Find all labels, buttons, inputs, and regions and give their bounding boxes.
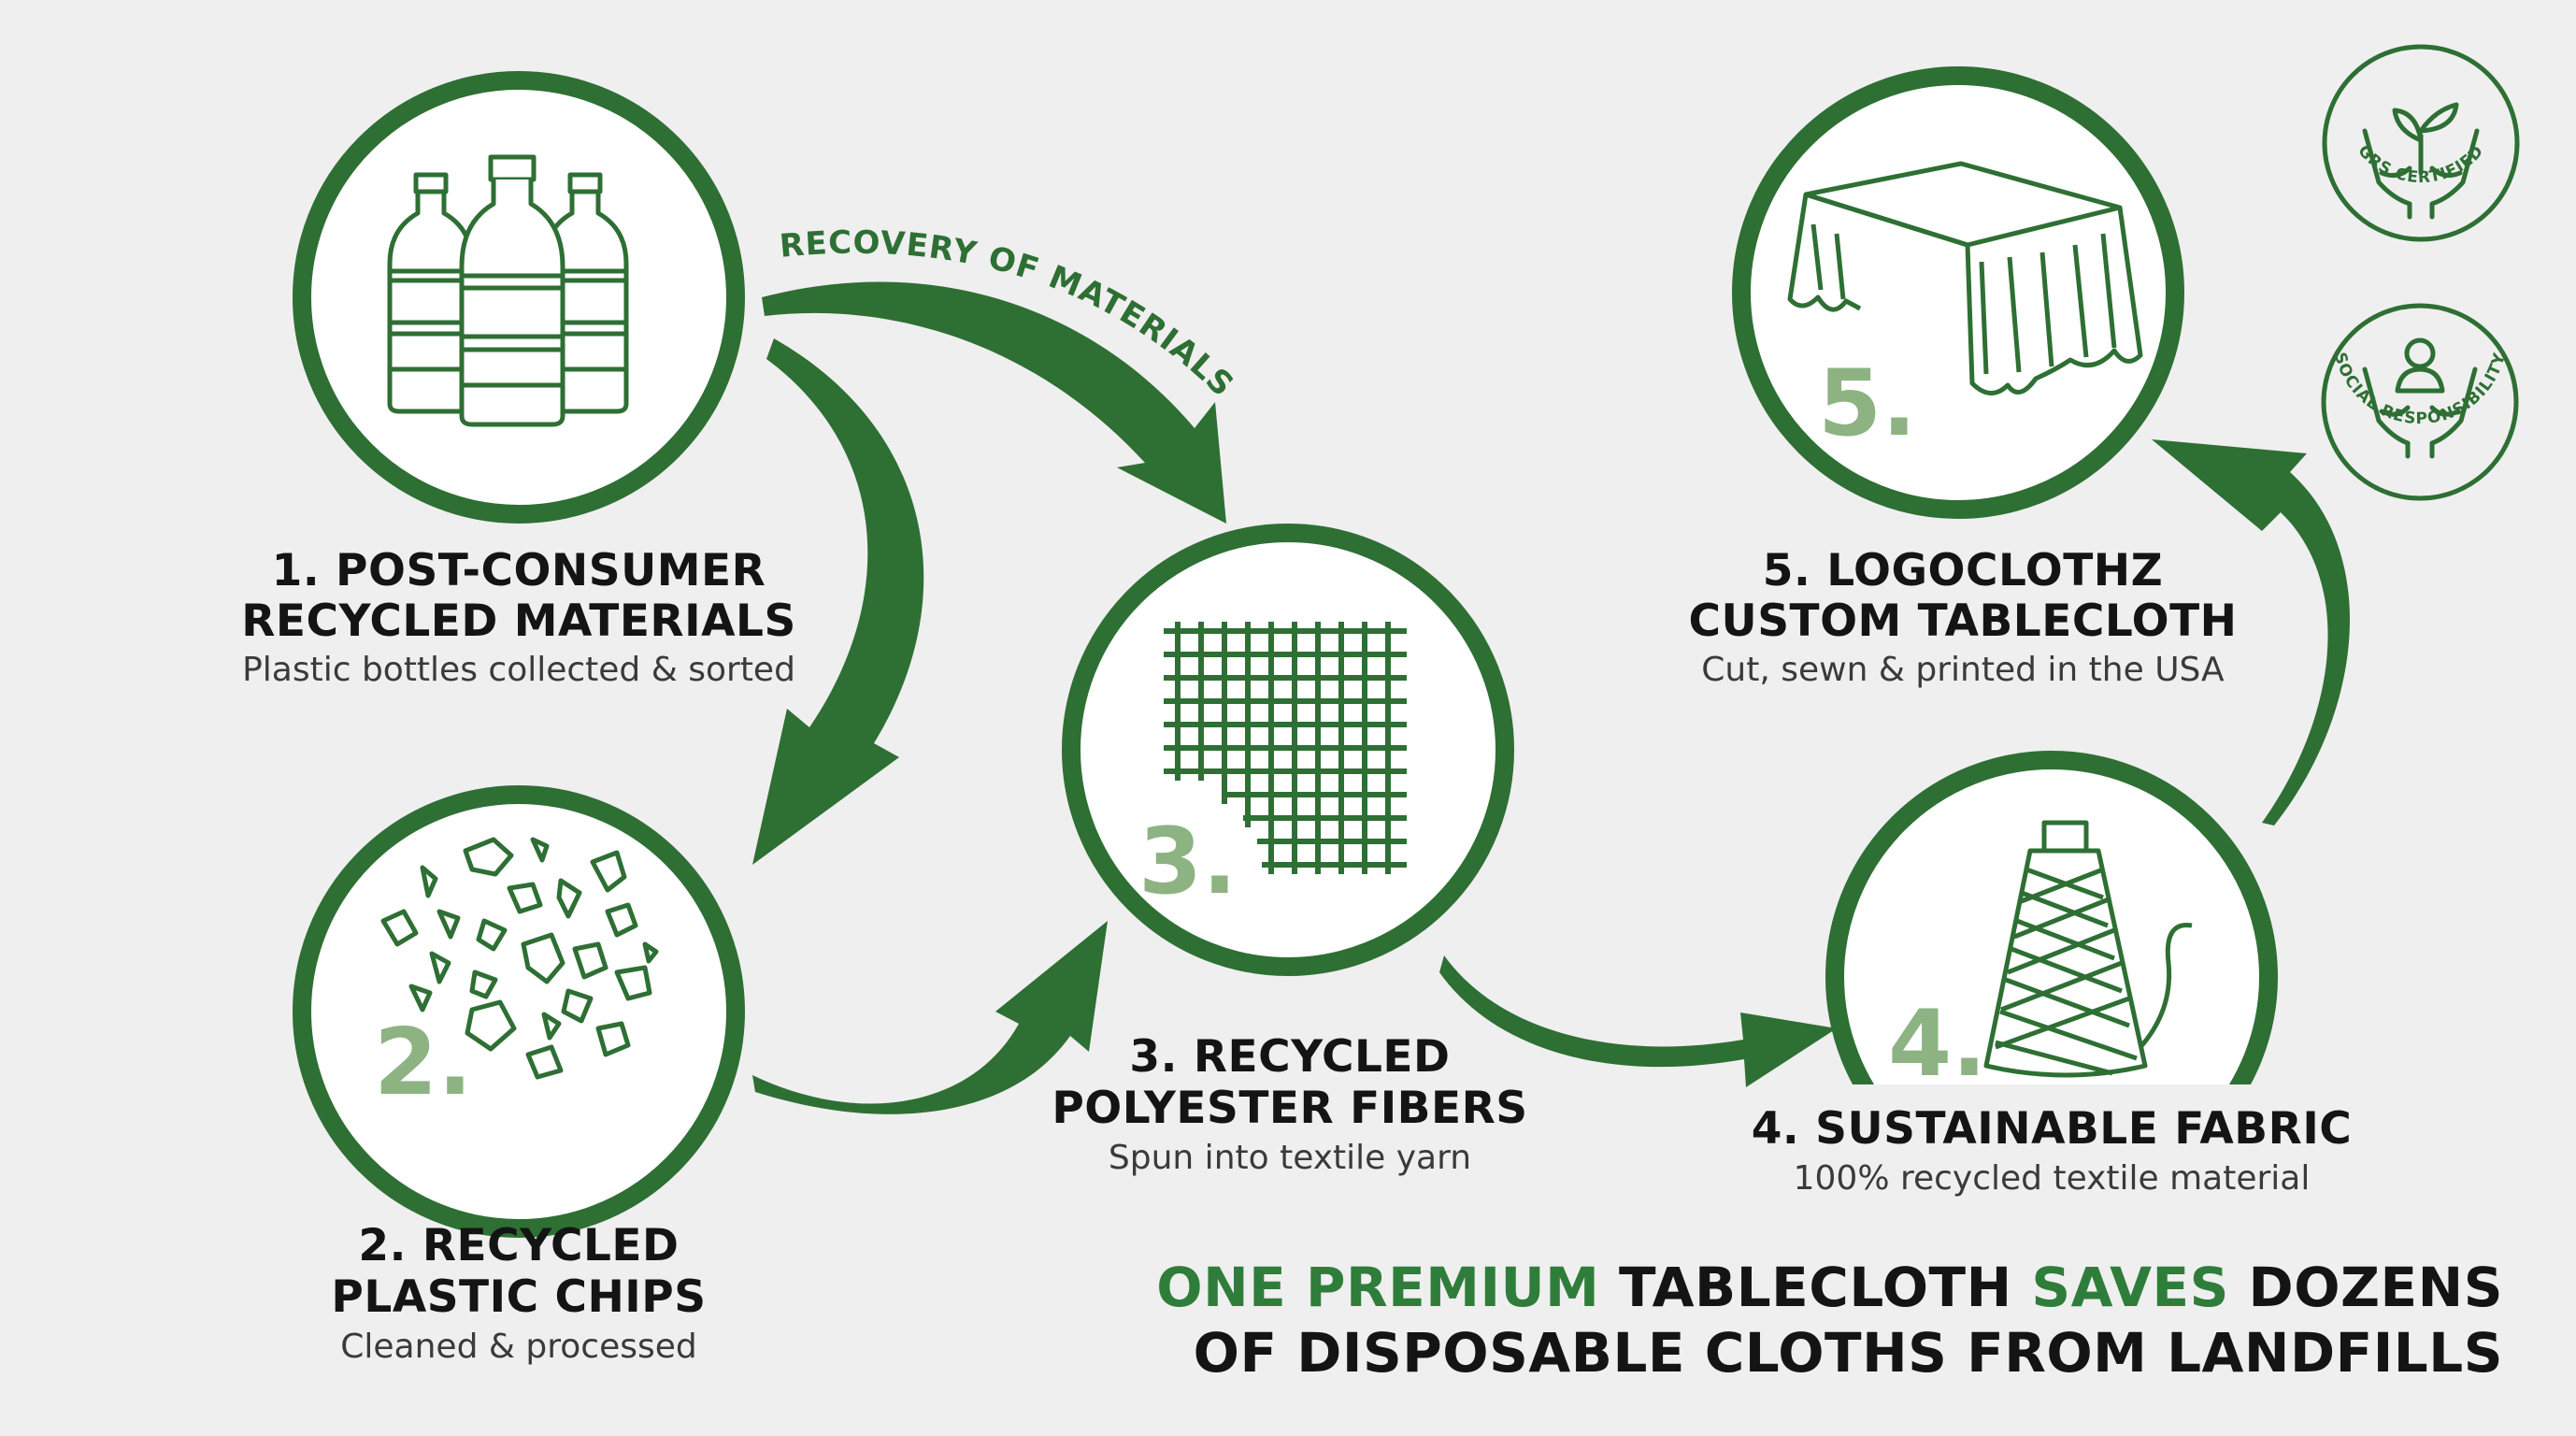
step-5-title-line2: CUSTOM TABLECLOTH <box>1688 596 2238 647</box>
step-1-circle <box>293 71 745 524</box>
step-4-numeral: 4. <box>1888 991 1986 1098</box>
step-2-title-line1: 2. RECYCLED <box>358 1220 680 1271</box>
step-3-title-line2: POLYESTER FIBERS <box>1052 1083 1528 1134</box>
step-2-title-line2: PLASTIC CHIPS <box>331 1271 707 1323</box>
step-4-title: 4. SUSTAINABLE FABRIC <box>1751 1103 2353 1155</box>
step-2-subtitle: Cleaned & processed <box>340 1328 697 1366</box>
step-3-subtitle: Spun into textile yarn <box>1108 1139 1472 1177</box>
step-3-circle: 3. <box>1062 524 1514 976</box>
hands-plant-icon <box>2362 102 2480 220</box>
plastic-bottles-icon <box>387 154 629 427</box>
step-5-numeral: 5. <box>1818 351 1916 457</box>
arrow-step1-to-step2 <box>752 338 924 865</box>
tagline-highlight-saves: SAVES <box>2031 1256 2229 1319</box>
arrow-step2-to-step3 <box>752 921 1108 1114</box>
tagline-highlight-premium: ONE PREMIUM <box>1156 1256 1600 1319</box>
step-3-numeral: 3. <box>1138 809 1237 915</box>
hands-person-icon <box>2362 337 2478 459</box>
step-4-subtitle: 100% recycled textile material <box>1793 1159 2311 1198</box>
tagline-line2: OF DISPOSABLE CLOTHS FROM LANDFILLS <box>1193 1321 2503 1385</box>
tablecloth-icon <box>1787 161 2143 395</box>
step-2-circle: 2. <box>293 785 745 1238</box>
step-3-title-line1: 3. RECYCLED <box>1129 1031 1451 1083</box>
step-2-numeral: 2. <box>374 1010 472 1116</box>
yarn-spool-icon <box>1983 820 2193 1078</box>
tagline-line1: ONE PREMIUM TABLECLOTH SAVES DOZENS <box>1056 1255 2503 1320</box>
arrow-step3-to-step4 <box>1439 955 1837 1087</box>
step-5-circle: 5. <box>1732 66 2184 519</box>
step-1-title-line1: 1. POST-CONSUMER <box>271 545 766 596</box>
step-1-subtitle: Plastic bottles collected & sorted <box>242 651 795 689</box>
step-5-title-line1: 5. LOGOCLOTHZ <box>1762 545 2164 596</box>
tagline-text-dozens: DOZENS <box>2228 1256 2503 1319</box>
badge-grs-certified: GRS CERTIFIED <box>2322 44 2520 242</box>
arrow-recovery <box>762 281 1226 524</box>
step-1-title-line2: RECYCLED MATERIALS <box>241 596 796 647</box>
badge-social-responsibility: SOCIAL RESPONSIBILITY <box>2321 303 2519 501</box>
step-5-subtitle: Cut, sewn & printed in the USA <box>1701 651 2225 689</box>
tagline-text-tablecloth: TABLECLOTH <box>1599 1256 2032 1319</box>
arrow-step4-to-step5 <box>2152 439 2350 826</box>
woven-fiber-icon <box>1164 622 1407 874</box>
plastic-chips-icon <box>380 837 659 1080</box>
